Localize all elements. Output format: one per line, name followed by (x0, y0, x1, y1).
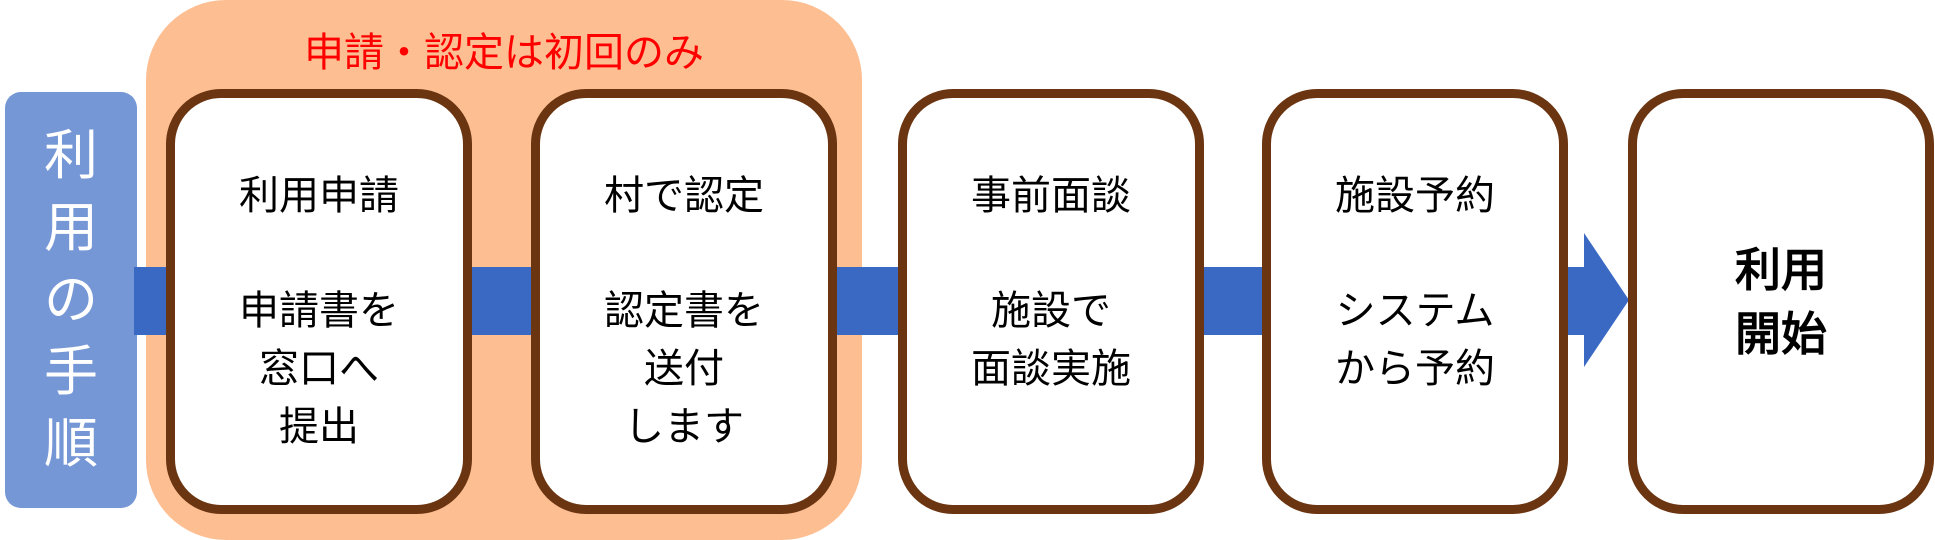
step-start-use: 利用 開始 (1628, 89, 1934, 514)
step-application: 利用申請 申請書を 窓口へ 提出 (166, 89, 472, 514)
step-desc-line: から予約 (1335, 346, 1495, 392)
step-title: 村で認定 (604, 173, 764, 219)
sidebar-char: 用 (44, 196, 98, 259)
step-certification: 村で認定 認定書を 送付 します (531, 89, 837, 514)
step-title: 事前面談 (971, 173, 1131, 219)
final-step-line: 開始 (1735, 306, 1827, 361)
final-step-label: 利用 開始 (1735, 238, 1827, 366)
step-desc-line: 施設で (991, 288, 1111, 334)
sidebar-char: 手 (44, 340, 98, 403)
step-desc-line: 面談実施 (971, 346, 1131, 392)
step-desc-line: 提出 (279, 404, 359, 450)
step-desc-line: 認定書を (604, 288, 764, 334)
step-interview: 事前面談 施設で 面談実施 (898, 89, 1204, 514)
sidebar-char: 利 (44, 124, 98, 187)
step-title: 施設予約 (1335, 173, 1495, 219)
final-step-line: 利用 (1735, 242, 1827, 297)
step-desc-line: 窓口へ (259, 346, 379, 392)
step-desc-line: 送付 (644, 346, 724, 392)
step-description: 認定書を 送付 します (604, 282, 764, 456)
step-desc-line: します (624, 404, 744, 450)
arrow-right-icon (1584, 233, 1629, 367)
step-reservation: 施設予約 システム から予約 (1262, 89, 1568, 514)
step-description: 施設で 面談実施 (971, 282, 1131, 398)
step-description: 申請書を 窓口へ 提出 (239, 282, 399, 456)
sidebar-char: の (44, 268, 98, 331)
step-description: システム から予約 (1335, 282, 1495, 398)
step-desc-line: 申請書を (239, 288, 399, 334)
group-title: 申請・認定は初回のみ (304, 30, 704, 76)
step-title: 利用申請 (239, 173, 399, 219)
step-desc-line: システム (1335, 288, 1495, 334)
sidebar-char: 順 (44, 412, 98, 475)
procedure-label-panel: 利 用 の 手 順 (5, 92, 137, 508)
